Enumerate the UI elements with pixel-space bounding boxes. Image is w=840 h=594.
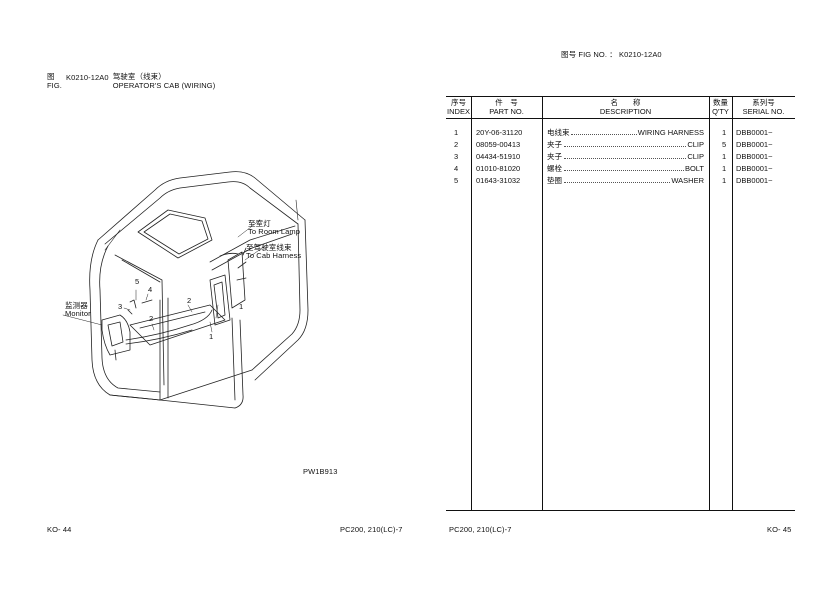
fig-number-label-en: FIG NO. xyxy=(578,50,608,59)
col-divider-2 xyxy=(542,96,543,511)
row-qty: 1 xyxy=(722,128,727,137)
fig-title-cn: 驾驶室（线束） xyxy=(112,72,166,81)
figure-title-block: 图 FIG. K0210-12A0 驾驶室（线束） OPERATOR'S CAB… xyxy=(47,72,215,90)
cab-drawing xyxy=(62,171,309,409)
fig-number-value: K0210-12A0 xyxy=(619,50,662,59)
cab-wiring-diagram: 至室灯 To Room Lamp 至驾驶室线束 To Cab Harness 监… xyxy=(60,160,360,430)
part-label-3: 3 xyxy=(118,302,123,311)
callout-room-lamp-en: To Room Lamp xyxy=(248,227,301,236)
header-index: 序号 INDEX xyxy=(446,98,471,116)
col-divider-4 xyxy=(732,96,733,511)
row-serial: DBB0001~ xyxy=(736,152,773,161)
header-part-cn: 件 号 xyxy=(495,98,518,107)
row-part-no: 20Y-06-31120 xyxy=(476,128,523,137)
part-label-2a: 2 xyxy=(149,314,154,323)
callout-room-lamp: 至室灯 To Room Lamp xyxy=(248,220,300,236)
table-top-rule xyxy=(446,96,795,98)
part-label-2b: 2 xyxy=(187,296,192,305)
footer-left-model: PC200, 210(LC)-7 xyxy=(340,525,403,534)
row-desc-en: WASHER xyxy=(671,176,704,185)
row-part-no: 08059-00413 xyxy=(476,140,521,149)
fig-number-label-cn: 图号 xyxy=(561,50,577,59)
part-label-1a: 1 xyxy=(209,332,214,341)
callout-cab-harness-en: To Cab Harness xyxy=(246,251,302,260)
row-description: 夹子 CLIP xyxy=(547,151,704,163)
header-qty-cn: 数量 xyxy=(713,98,728,107)
header-qty: 数量 Q'TY xyxy=(709,98,732,116)
row-desc-en: CLIP xyxy=(687,152,704,161)
fig-label-en: FIG. xyxy=(47,81,62,90)
header-desc-en: DESCRIPTION xyxy=(599,106,652,116)
part-label-4: 4 xyxy=(148,285,153,294)
footer-right-page: KO- 45 xyxy=(767,525,792,534)
row-qty: 1 xyxy=(722,152,727,161)
row-index: 4 xyxy=(454,164,459,173)
row-desc-cn: 夹子 xyxy=(547,140,562,149)
table-bottom-rule xyxy=(446,510,795,511)
leader-dots xyxy=(564,169,684,171)
row-serial: DBB0001~ xyxy=(736,176,773,185)
row-serial: DBB0001~ xyxy=(736,164,773,173)
col-divider-3 xyxy=(709,96,710,511)
row-desc-cn: 垫圈 xyxy=(547,176,562,185)
fig-label-cn: 图 xyxy=(47,72,55,81)
row-index: 2 xyxy=(454,140,459,149)
row-description: 夹子 CLIP xyxy=(547,139,704,151)
row-qty: 5 xyxy=(722,140,727,149)
part-label-5: 5 xyxy=(135,277,140,286)
row-index: 1 xyxy=(454,128,459,137)
header-index-cn: 序号 xyxy=(451,98,466,107)
footer-right-model: PC200, 210(LC)-7 xyxy=(449,525,512,534)
drawing-code: PW1B913 xyxy=(303,467,338,476)
header-part-no: 件 号 PART NO. xyxy=(471,98,542,116)
fig-number-header: 图号 FIG NO. ： K0210-12A0 xyxy=(561,49,662,60)
row-desc-en: WIRING HARNESS xyxy=(637,128,704,137)
row-qty: 1 xyxy=(722,164,727,173)
callout-cab-harness: 至驾驶室线束 To Cab Harness xyxy=(246,244,301,260)
fig-number-sep: ： xyxy=(609,50,617,59)
row-desc-en: BOLT xyxy=(684,164,704,173)
callout-monitor: 监测器 Monitor xyxy=(65,302,91,318)
row-index: 3 xyxy=(454,152,459,161)
callout-cab-harness-cn: 至驾驶室线束 xyxy=(246,243,292,252)
header-part-en: PART NO. xyxy=(489,106,524,116)
row-desc-cn: 夹子 xyxy=(547,152,562,161)
row-index: 5 xyxy=(454,176,459,185)
header-desc-cn: 名 称 xyxy=(610,98,641,107)
leader-dots xyxy=(564,157,687,159)
row-desc-cn: 螺栓 xyxy=(547,164,562,173)
header-serial-cn: 系列号 xyxy=(752,98,775,107)
fig-title-en: OPERATOR'S CAB (WIRING) xyxy=(112,81,216,90)
callout-monitor-cn: 监测器 xyxy=(65,301,88,310)
row-description: 垫圈 WASHER xyxy=(547,175,704,187)
row-description: 螺栓 BOLT xyxy=(547,163,704,175)
row-serial: DBB0001~ xyxy=(736,128,773,137)
col-divider-1 xyxy=(471,96,472,511)
fig-number: K0210-12A0 xyxy=(65,73,109,82)
parts-table: 序号 INDEX 件 号 PART NO. 名 称 DESCRIPTION 数量… xyxy=(446,96,795,511)
row-desc-cn: 电线束 xyxy=(547,128,570,137)
header-index-en: INDEX xyxy=(447,106,470,116)
header-qty-en: Q'TY xyxy=(712,106,729,116)
leader-dots xyxy=(570,133,637,135)
header-serial-no: 系列号 SERIAL NO. xyxy=(732,98,795,116)
table-header-rule xyxy=(446,118,795,119)
callout-room-lamp-cn: 至室灯 xyxy=(248,219,271,228)
callout-monitor-en: Monitor xyxy=(65,309,91,318)
row-serial: DBB0001~ xyxy=(736,140,773,149)
footer-left-page: KO- 44 xyxy=(47,525,72,534)
row-part-no: 04434-51910 xyxy=(476,152,521,161)
row-description: 电线束 WIRING HARNESS xyxy=(547,127,704,139)
leader-dots xyxy=(564,181,671,183)
header-serial-en: SERIAL NO. xyxy=(742,106,785,116)
leader-dots xyxy=(564,145,687,147)
header-description: 名 称 DESCRIPTION xyxy=(542,98,709,116)
part-label-1b: 1 xyxy=(239,302,244,311)
row-part-no: 01010-81020 xyxy=(476,164,521,173)
row-qty: 1 xyxy=(722,176,727,185)
row-part-no: 01643-31032 xyxy=(476,176,521,185)
row-desc-en: CLIP xyxy=(687,140,704,149)
